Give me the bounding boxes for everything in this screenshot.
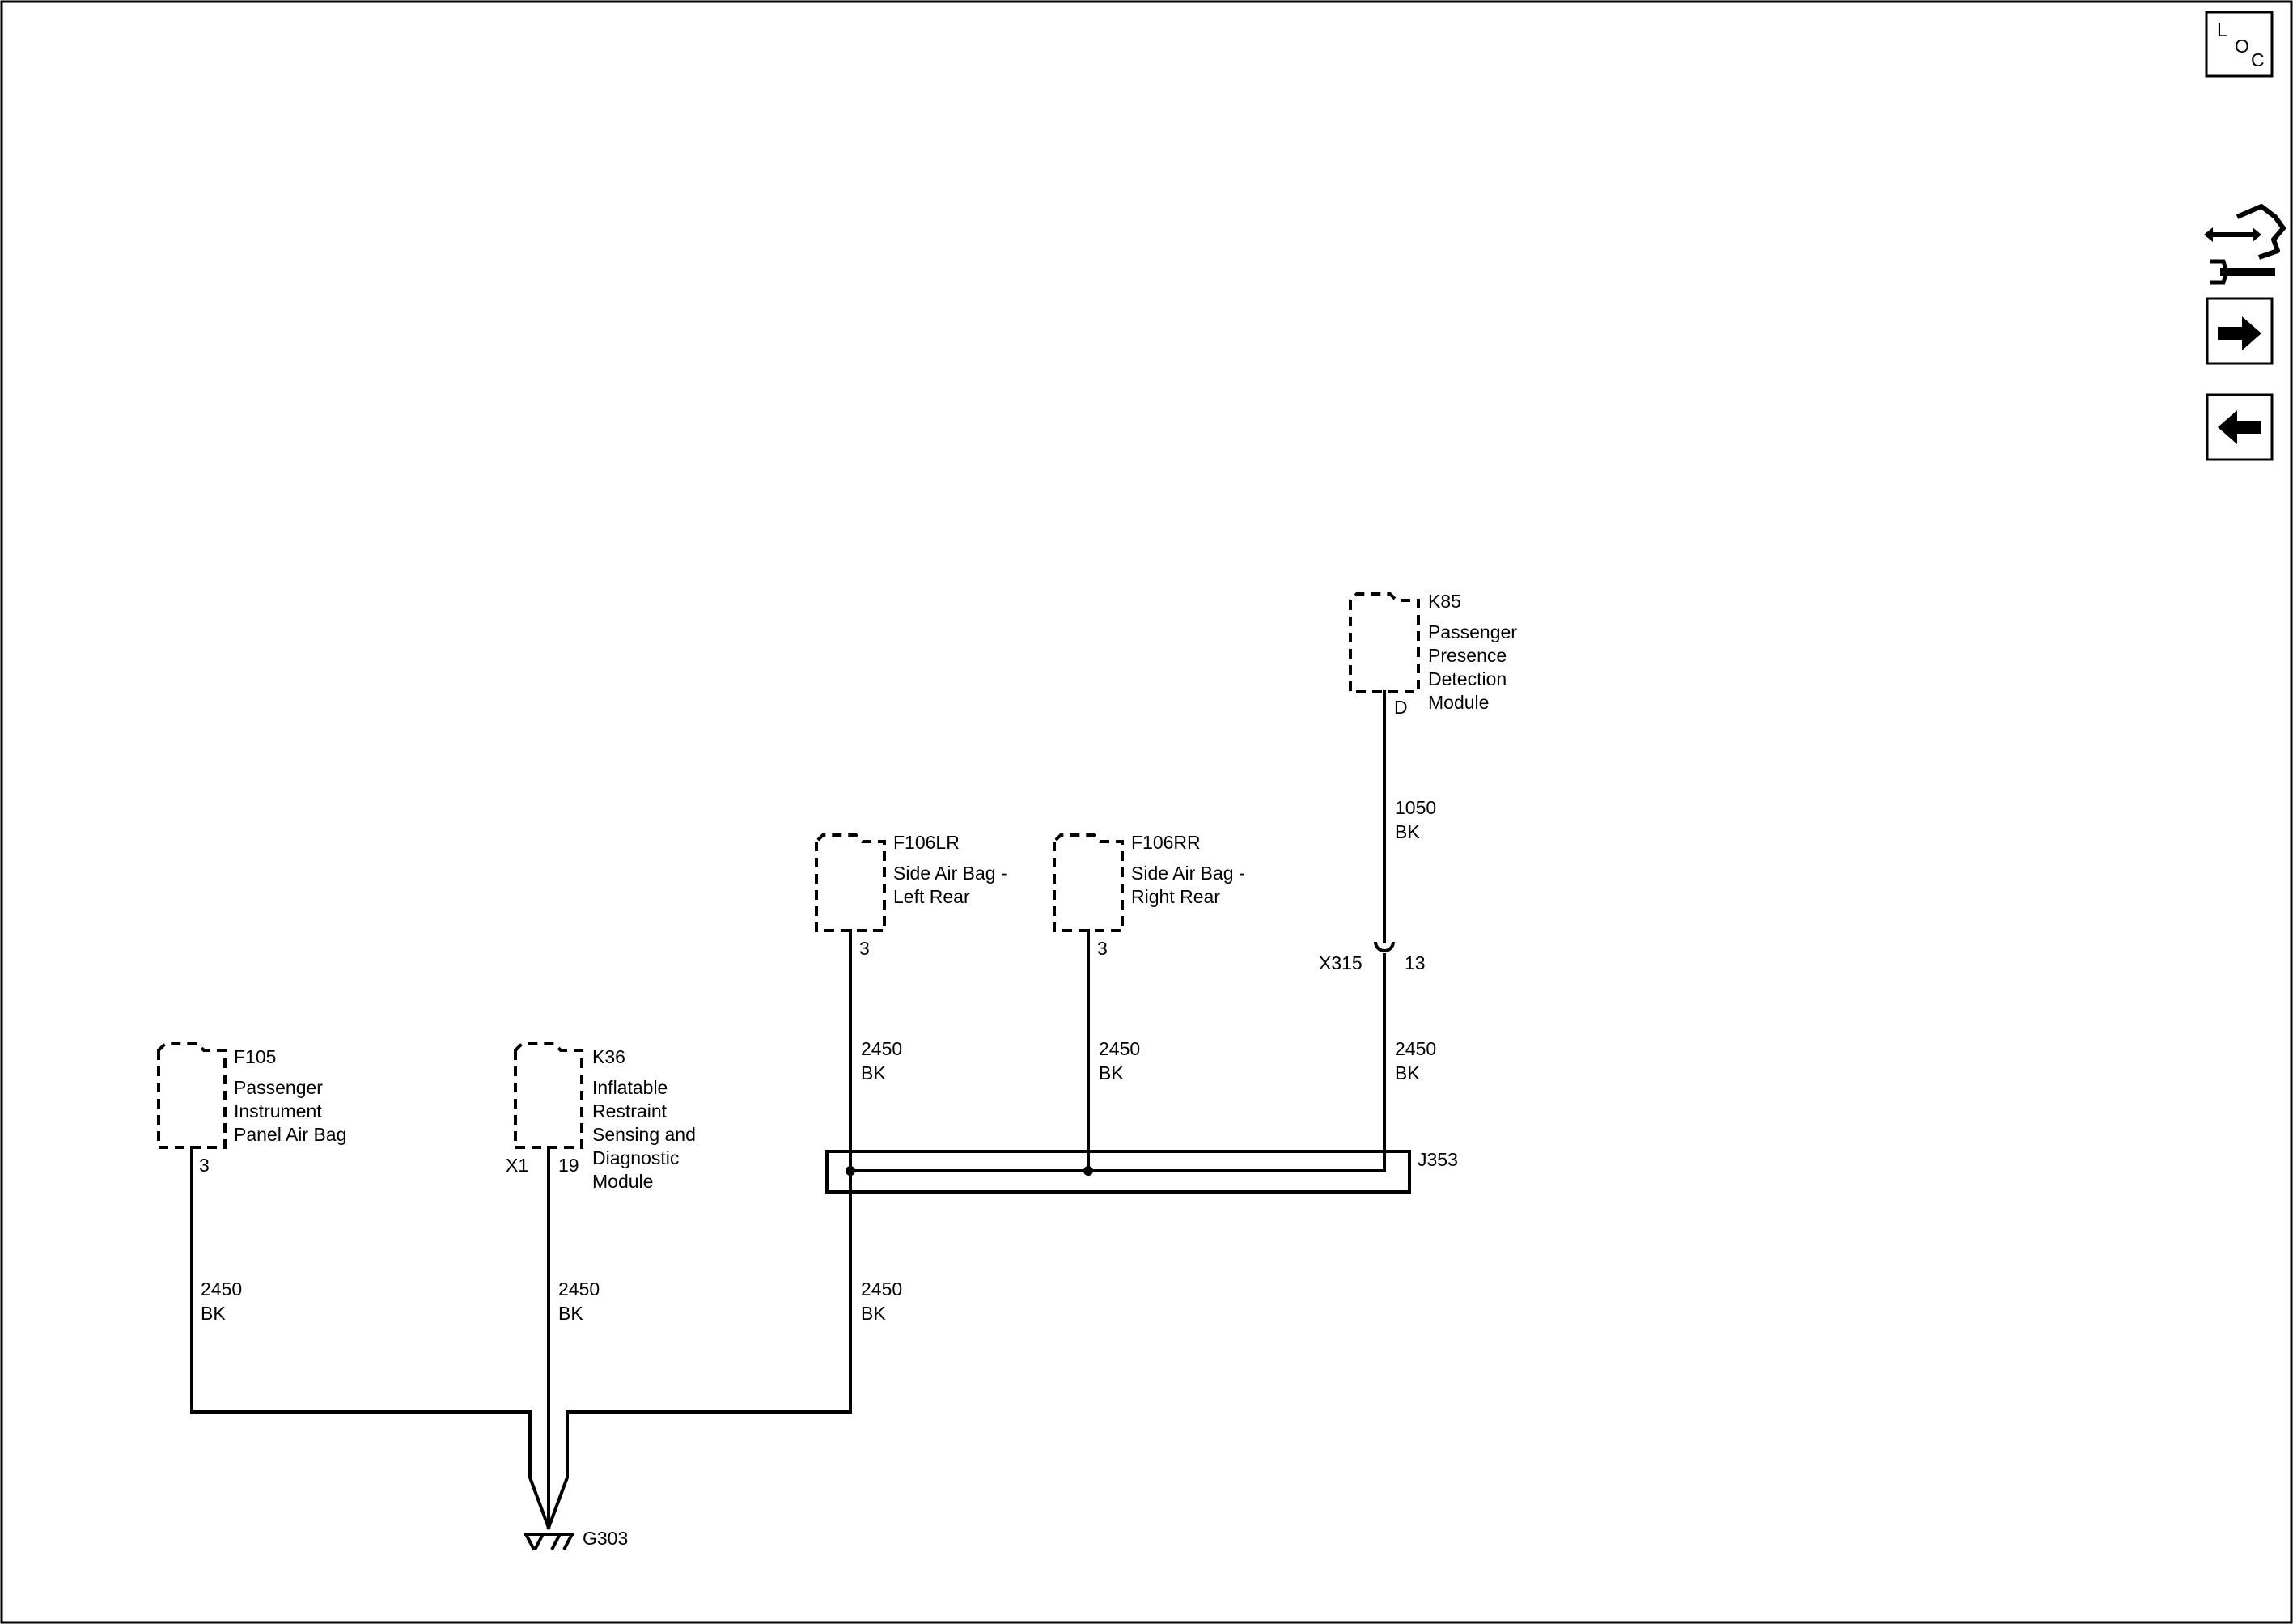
- pin-label: 3: [859, 938, 870, 959]
- wire-circuit-label: 2450: [201, 1278, 242, 1300]
- component-k36: K36 Inflatable Restraint Sensing and Dia…: [506, 1042, 696, 1192]
- loc-letter-o: O: [2235, 36, 2249, 57]
- wire-color-label: BK: [558, 1303, 583, 1324]
- wire-f105: [190, 1146, 551, 1530]
- component-name-line: Panel Air Bag: [234, 1124, 346, 1145]
- splice-pack-id: J353: [1418, 1149, 1458, 1170]
- component-f105: F105 Passenger Instrument Panel Air Bag …: [157, 1042, 346, 1176]
- wire-color-label: BK: [1395, 1062, 1420, 1083]
- wire-splice-ground: [546, 1410, 852, 1530]
- component-k85: K85 Passenger Presence Detection Module …: [1349, 591, 1517, 718]
- wire-circuit-label: 2450: [861, 1038, 902, 1059]
- component-name-line: Passenger: [234, 1077, 323, 1098]
- ground-icon: [524, 1533, 574, 1550]
- wire-circuit-label: 2450: [861, 1278, 902, 1300]
- inline-connector-x315: X315 13: [1319, 941, 1426, 973]
- loc-letter-l: L: [2217, 19, 2227, 40]
- component-name-line: Module: [592, 1171, 653, 1192]
- component-outline: [1349, 592, 1420, 693]
- wire-color-label: BK: [1099, 1062, 1124, 1083]
- wire-circuit-label: 2450: [558, 1278, 600, 1300]
- component-id: F106RR: [1131, 832, 1201, 853]
- component-outline: [514, 1042, 583, 1149]
- connector-tool-icon[interactable]: [2204, 204, 2286, 285]
- wire-circuit-label: 2450: [1395, 1038, 1436, 1059]
- component-name-line: Right Rear: [1131, 886, 1220, 907]
- wire-color-label: BK: [861, 1062, 886, 1083]
- ground-g303: G303: [524, 1528, 628, 1550]
- wire-color-label: BK: [1395, 821, 1420, 842]
- ground-id: G303: [583, 1528, 628, 1549]
- component-name-line: Passenger: [1428, 621, 1517, 642]
- pin-label: 3: [1097, 938, 1108, 959]
- component-name-line: Detection: [1428, 668, 1507, 689]
- component-name-line: Sensing and: [592, 1124, 696, 1145]
- component-outline: [815, 833, 886, 932]
- component-name-line: Inflatable: [592, 1077, 668, 1098]
- component-name-line: Side Air Bag -: [1131, 863, 1245, 884]
- connector-pin: 13: [1405, 952, 1426, 973]
- wire-color-label: BK: [201, 1303, 226, 1324]
- wire-circuit-label: 2450: [1099, 1038, 1140, 1059]
- component-id: F106LR: [893, 832, 960, 853]
- component-id: K85: [1428, 591, 1461, 612]
- component-name-line: Side Air Bag -: [893, 863, 1007, 884]
- wire-color-label: BK: [861, 1303, 886, 1324]
- component-outline: [1053, 833, 1124, 932]
- wire-circuit-label: 1050: [1395, 797, 1436, 818]
- arrow-right-icon[interactable]: [2206, 297, 2274, 365]
- component-outline: [157, 1042, 227, 1149]
- connector-label: X1: [506, 1155, 528, 1176]
- pin-label: D: [1394, 697, 1408, 718]
- component-name-line: Instrument: [234, 1100, 322, 1122]
- loc-icon[interactable]: L O C: [2205, 11, 2274, 78]
- connector-id: X315: [1319, 952, 1363, 973]
- loc-letter-c: C: [2251, 49, 2265, 70]
- pin-label: 19: [558, 1155, 579, 1176]
- component-id: F105: [234, 1046, 276, 1067]
- component-id: K36: [592, 1046, 625, 1067]
- pin-label: 3: [199, 1155, 210, 1176]
- component-name-line: Restraint: [592, 1100, 668, 1122]
- component-f106lr: F106LR Side Air Bag - Left Rear 3: [815, 832, 1007, 959]
- component-name-line: Left Rear: [893, 886, 970, 907]
- component-name-line: Module: [1428, 692, 1489, 713]
- component-name-line: Diagnostic: [592, 1147, 679, 1168]
- component-name-line: Presence: [1428, 645, 1507, 666]
- arrow-left-icon[interactable]: [2206, 393, 2274, 461]
- component-f106rr: F106RR Side Air Bag - Right Rear 3: [1053, 832, 1245, 959]
- splice-pack-j353: J353: [825, 1149, 1458, 1194]
